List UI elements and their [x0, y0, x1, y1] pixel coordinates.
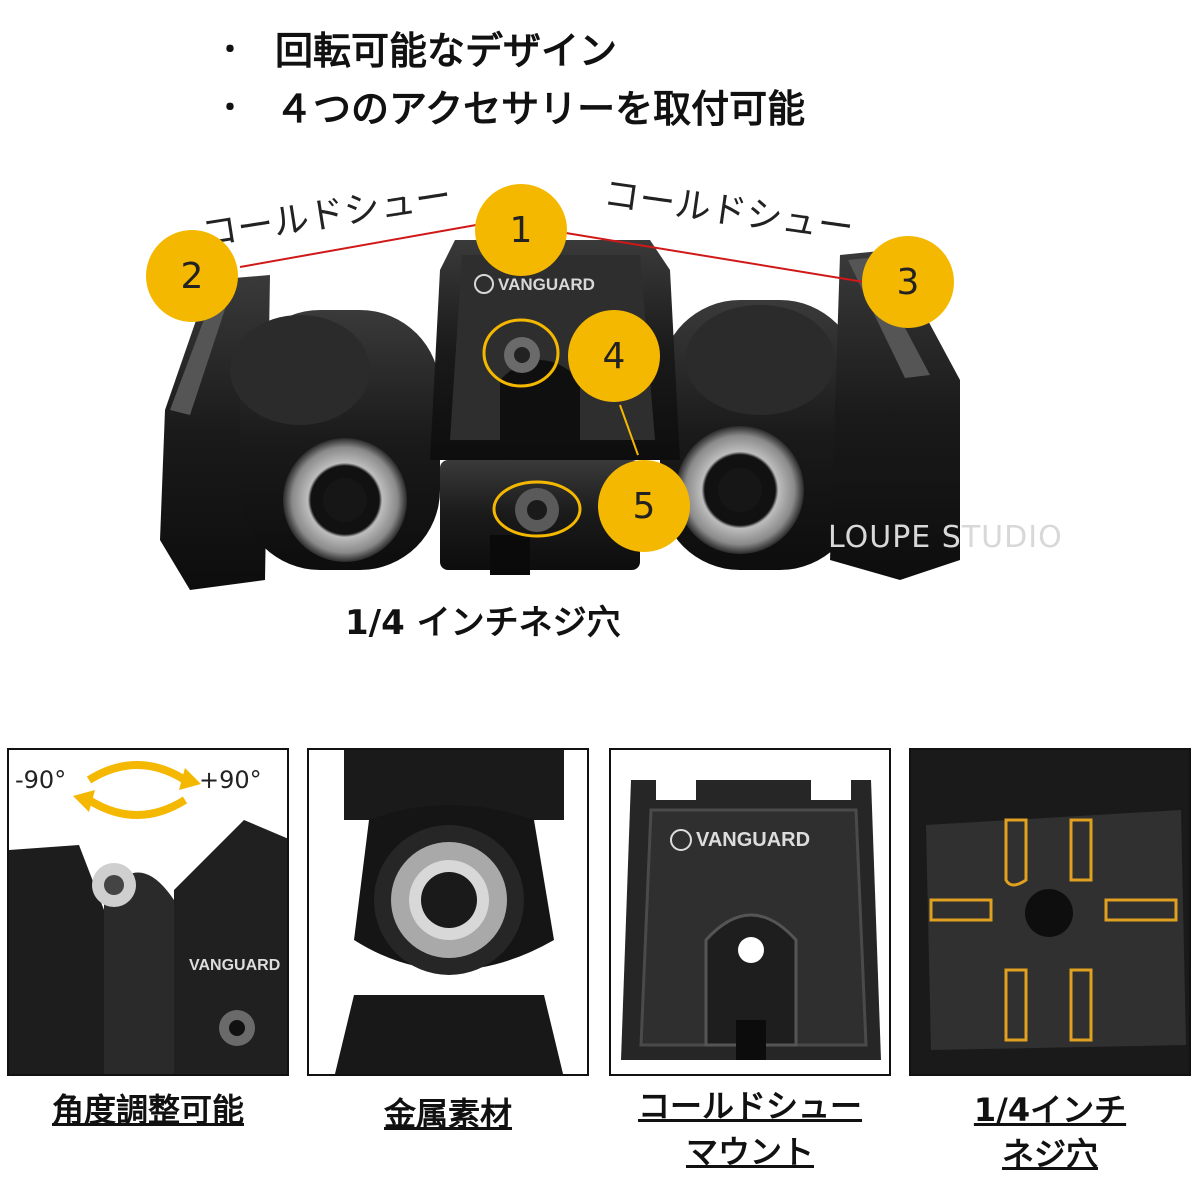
rotate-arrow-icon	[86, 761, 188, 784]
panel-screw-hole	[909, 748, 1191, 1076]
feature-bullets: ・ 回転可能なデザイン ・ ４つのアクセサリーを取付可能	[215, 18, 805, 134]
callout-line-left	[239, 224, 477, 268]
bullet-rotatable: ・ 回転可能なデザイン	[215, 18, 805, 76]
bullet-text: ４つのアクセサリーを取付可能	[275, 86, 806, 131]
angle-plus: +90°	[199, 766, 262, 794]
product-image: VANGUARD	[160, 224, 960, 590]
main-caption: 1/4 インチネジ穴	[345, 603, 621, 643]
bullet-marker: ・	[215, 91, 245, 126]
panel-brand-logo: VANGUARD	[189, 957, 280, 974]
label-angle-adjustable: 角度調整可能	[51, 1091, 244, 1129]
angle-minus: -90°	[15, 766, 67, 794]
callout-5: 5	[598, 460, 690, 552]
highlight-ring-bottom	[492, 480, 582, 538]
panel-angle: VANGUARD -90° +90°	[7, 748, 289, 1076]
bullet-text: 回転可能なデザイン	[275, 28, 618, 73]
panel-metal	[307, 748, 589, 1076]
left-hinge	[230, 310, 440, 570]
brand-logo: VANGUARD	[498, 275, 595, 294]
callout-2: 2	[146, 230, 238, 322]
brand-logo-icon	[474, 274, 494, 294]
callout-3: 3	[862, 236, 954, 328]
callout-4: 4	[568, 310, 660, 402]
highlight-ring-top	[482, 318, 560, 388]
bullet-marker: ・	[215, 33, 245, 68]
label-screw-hole-2: ネジ穴	[1001, 1135, 1098, 1173]
label-cold-shoe-mount-1: コールドシュー	[637, 1087, 862, 1125]
right-hinge	[660, 300, 860, 570]
label-metal: 金属素材	[383, 1095, 512, 1133]
watermark: LOUPE STUDIO	[828, 520, 1063, 555]
callout-line-right	[565, 232, 865, 283]
label-cold-shoe-mount-2: マウント	[685, 1133, 814, 1171]
callout-line-4-5	[619, 404, 639, 456]
panel-cold-shoe: VANGUARD	[609, 748, 891, 1076]
callout-1: 1	[475, 184, 567, 276]
bullet-four-accessories: ・ ４つのアクセサリーを取付可能	[215, 76, 805, 134]
label-screw-hole-1: 1/4インチ	[973, 1091, 1127, 1129]
panel-brand-logo: VANGUARD	[696, 829, 810, 851]
